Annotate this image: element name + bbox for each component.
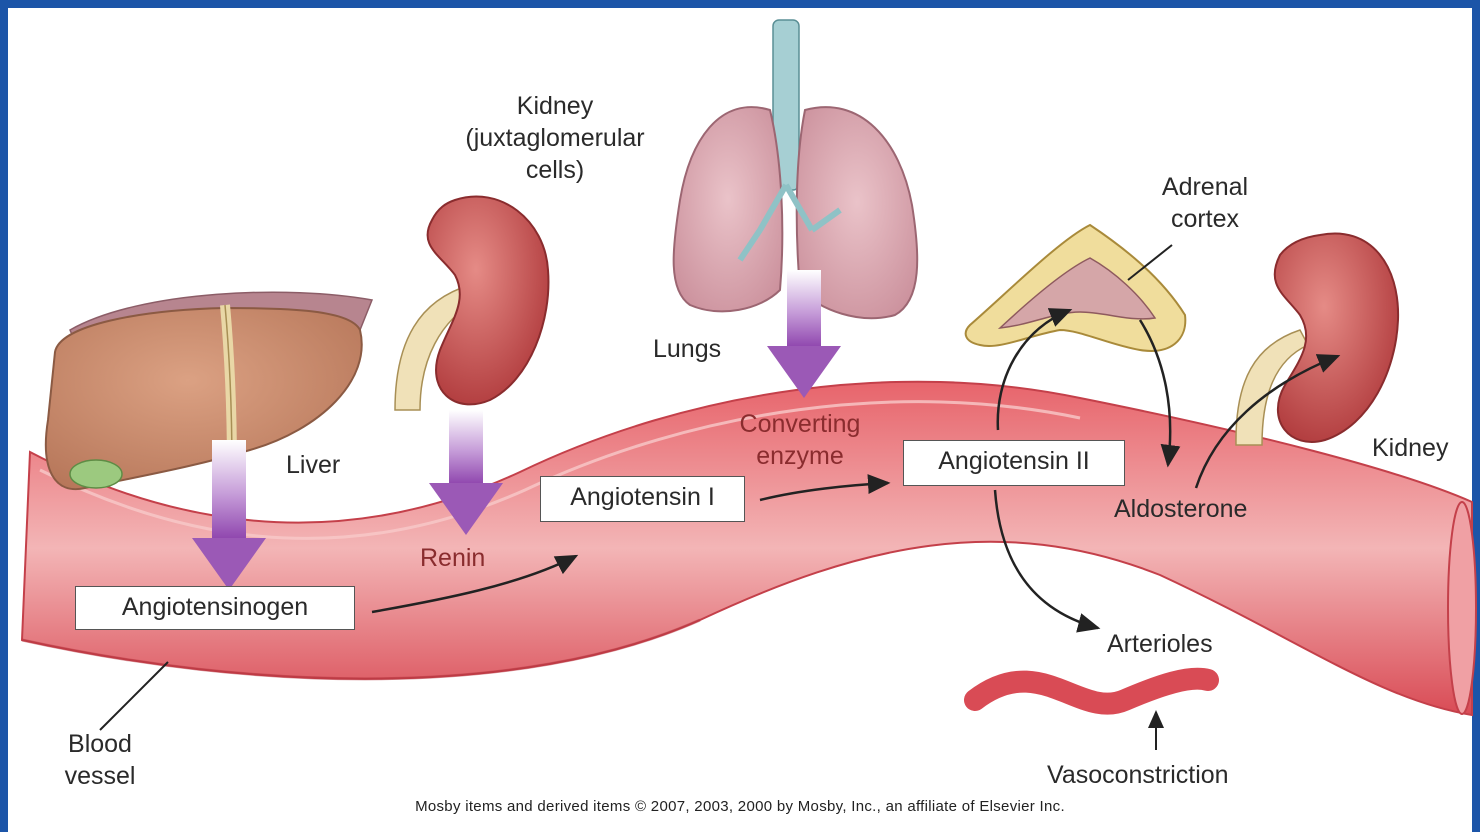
arteriole-illustration (975, 679, 1208, 704)
renin-label: Renin (420, 542, 485, 574)
kidney-jg-illustration (395, 196, 548, 410)
vasoconstriction-label: Vasoconstriction (1047, 759, 1229, 791)
arterioles-label: Arterioles (1107, 628, 1213, 660)
angiotensin-ii-box: Angiotensin II (903, 440, 1125, 486)
adrenal-cortex-illustration (966, 225, 1186, 351)
lungs-label: Lungs (653, 333, 721, 365)
kidney-jg-label: Kidney (juxtaglomerular cells) (430, 90, 680, 186)
adrenal-cortex-label: Adrenal cortex (1140, 171, 1270, 235)
blood-vessel-label: Blood vessel (45, 728, 155, 792)
aldosterone-label: Aldosterone (1114, 493, 1247, 525)
kidney-right-label: Kidney (1372, 432, 1448, 464)
copyright-credit: Mosby items and derived items © 2007, 20… (0, 798, 1480, 815)
angiotensin-i-box: Angiotensin I (540, 476, 745, 522)
liver-label: Liver (286, 449, 340, 481)
kidney-right-illustration (1236, 233, 1398, 445)
angiotensinogen-box: Angiotensinogen (75, 586, 355, 630)
blood-vessel-leader-line (100, 662, 168, 730)
converting-enzyme-label: Converting enzyme (715, 408, 885, 472)
